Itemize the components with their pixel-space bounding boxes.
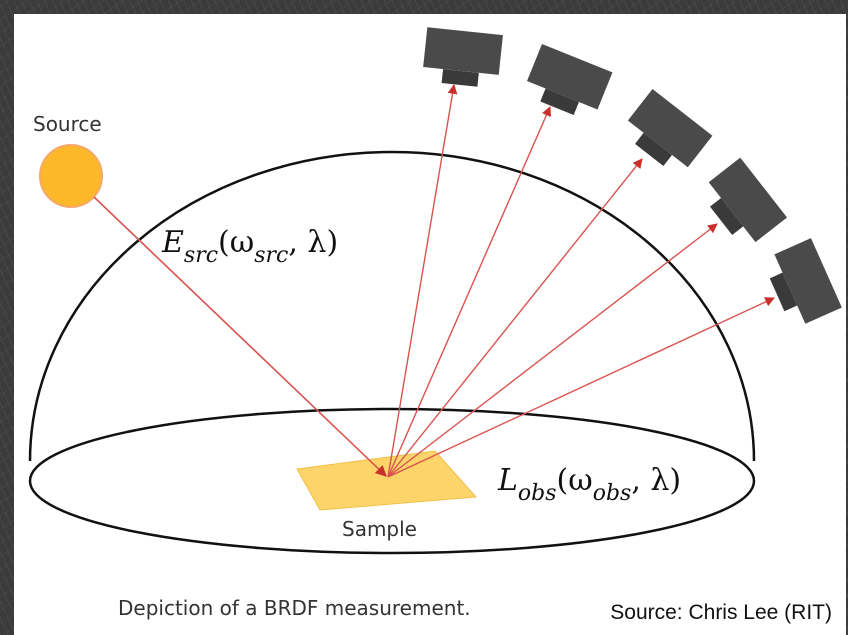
eq-incident-args-suffix: , λ) <box>288 225 338 260</box>
brdf-diagram: Source Sample Depiction of a BRDF measur… <box>28 27 842 620</box>
eq-observed-args-subscript: obs <box>593 481 632 506</box>
sample-patch <box>296 450 478 511</box>
eq-observed-args-suffix: , λ) <box>631 463 681 498</box>
eq-observed-subscript: obs <box>518 481 557 506</box>
sample-label: Sample <box>342 517 417 541</box>
camera-icon <box>708 157 788 243</box>
observed-radiance-equation: Lobs(ωobs, λ) <box>497 463 681 506</box>
eq-incident-subscript: src <box>184 243 218 268</box>
eq-incident-args-subscript: src <box>254 243 288 268</box>
incident-irradiance-equation: Esrc(ωsrc, λ) <box>161 225 338 268</box>
camera-icon <box>769 238 842 324</box>
reflected-ray <box>387 223 718 478</box>
incident-ray <box>93 196 387 477</box>
camera-icon <box>527 43 613 115</box>
dome-base-ellipse <box>28 407 756 555</box>
reflected-ray <box>387 106 551 478</box>
source-label: Source <box>33 112 102 136</box>
eq-observed-args: (ω <box>557 463 593 498</box>
camera-icon <box>423 27 503 87</box>
brdf-diagram-panel: Source Sample Depiction of a BRDF measur… <box>14 14 846 635</box>
image-credit: Source: Chris Lee (RIT) <box>610 601 832 624</box>
caption: Depiction of a BRDF measurement. <box>118 596 471 620</box>
source-sun <box>39 144 103 208</box>
reflected-ray <box>387 158 643 478</box>
eq-incident-symbol: E <box>161 225 184 260</box>
reflected-ray <box>387 297 775 478</box>
eq-observed-symbol: L <box>497 463 518 498</box>
camera-icon <box>627 88 713 168</box>
dome-arc <box>28 150 756 462</box>
reflected-ray <box>387 84 458 478</box>
eq-incident-args: (ω <box>218 225 254 260</box>
